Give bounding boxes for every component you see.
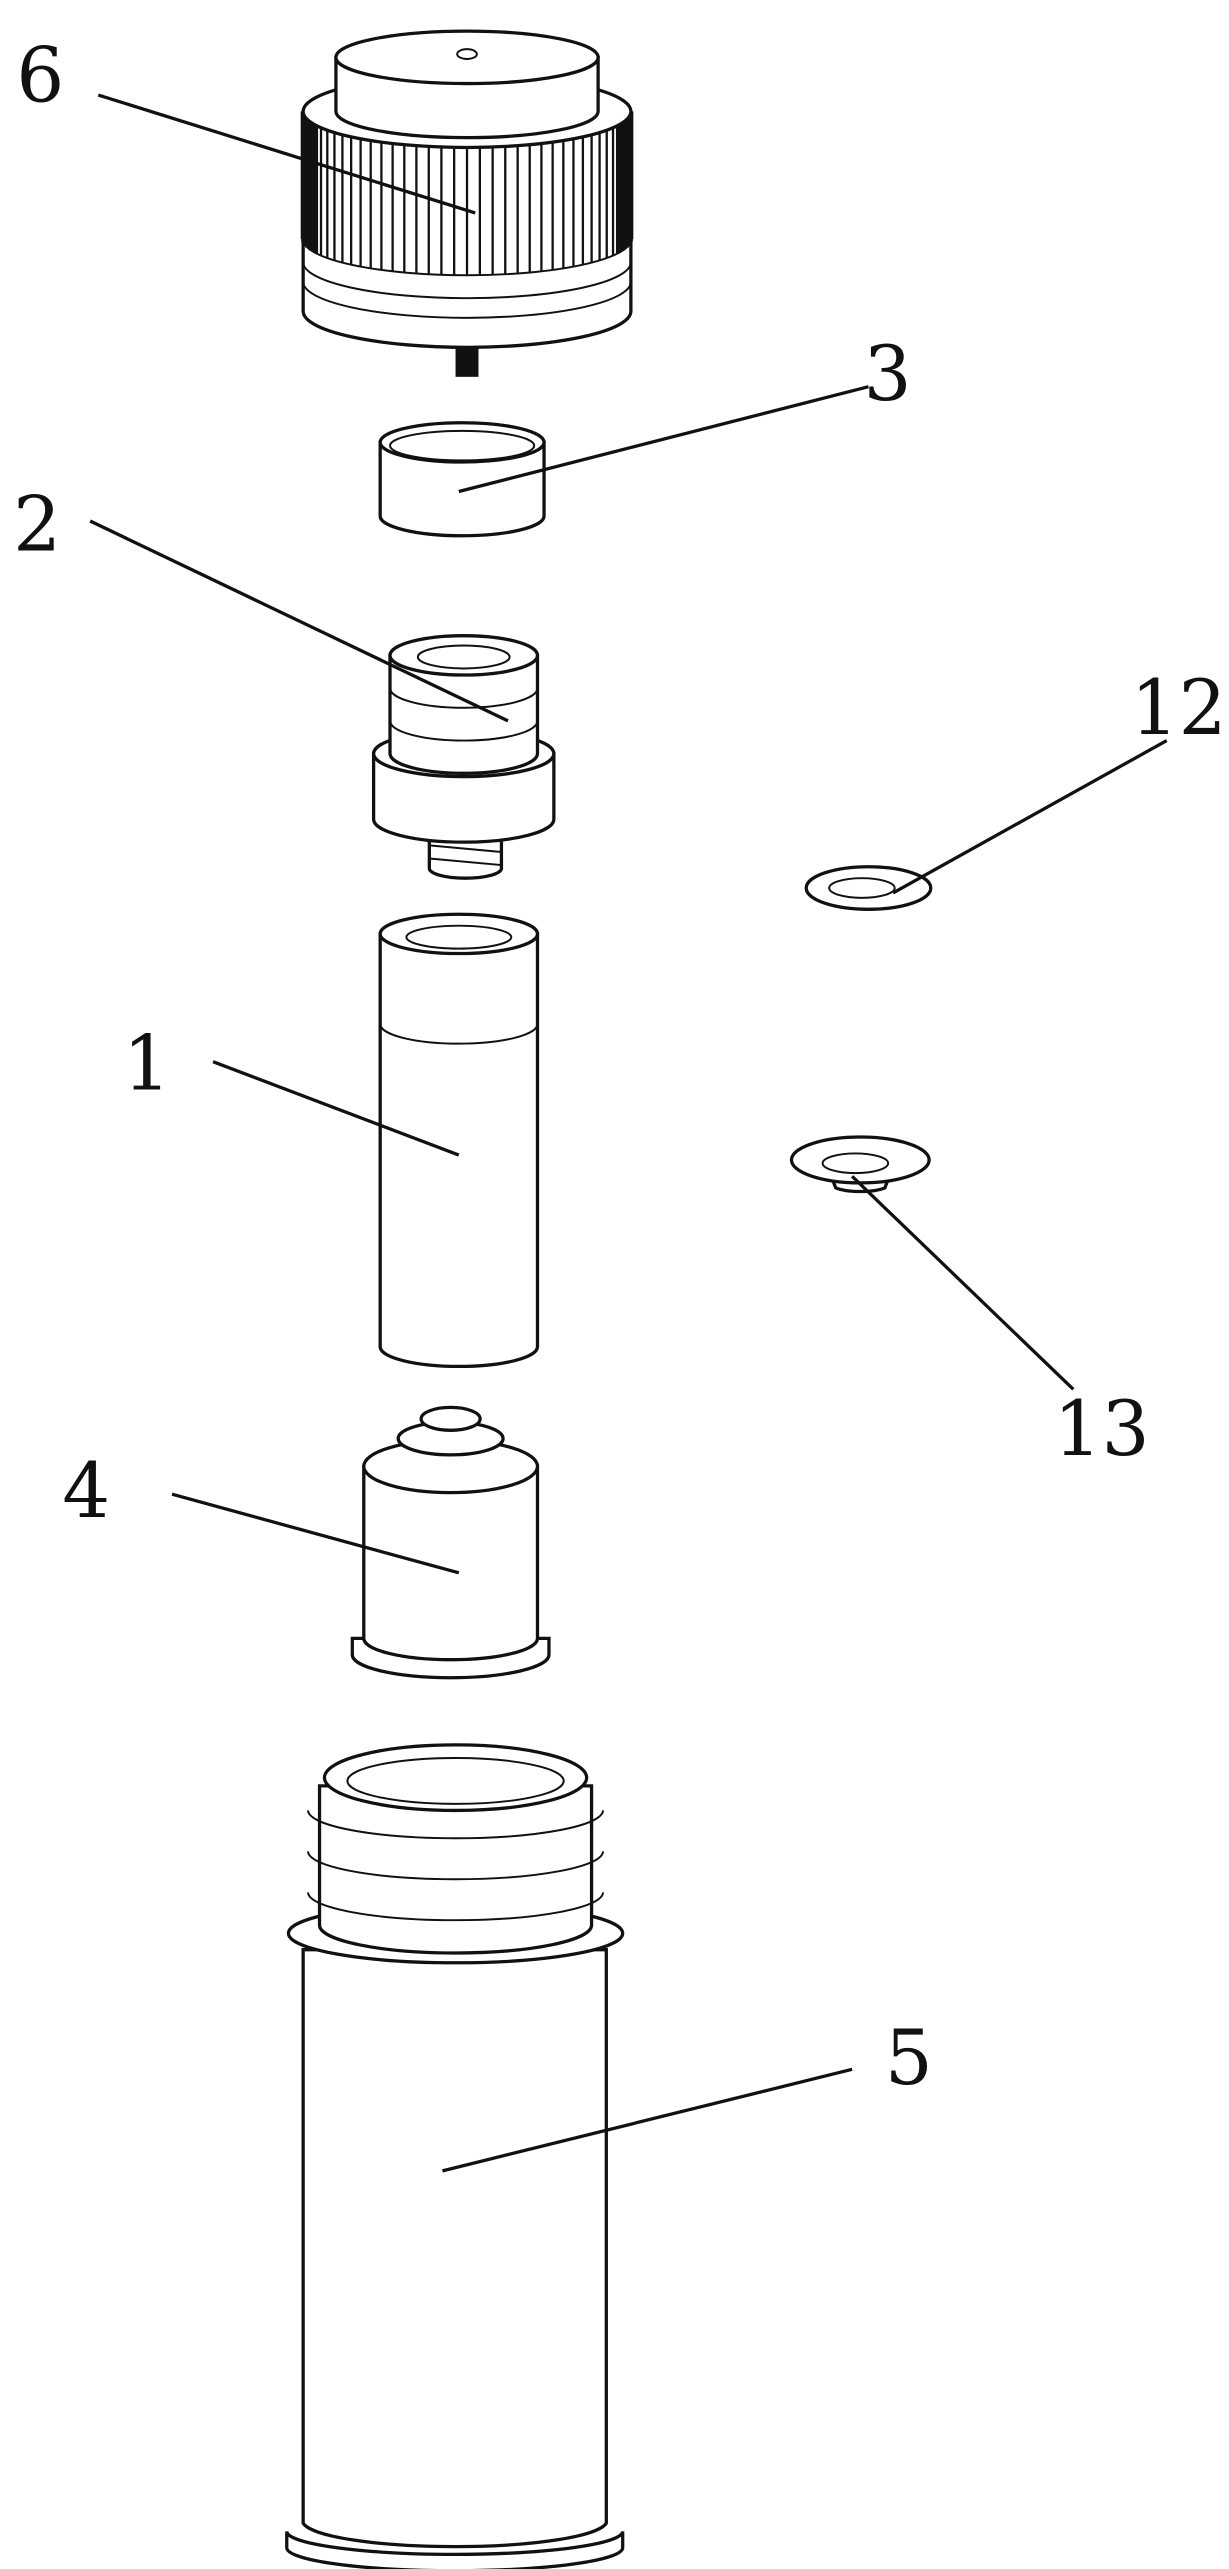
label-3: 3 bbox=[864, 330, 912, 418]
label-2: 2 bbox=[13, 481, 61, 569]
label-13: 13 bbox=[1054, 1385, 1150, 1473]
part-1-tube bbox=[380, 914, 537, 1366]
part-3-ring bbox=[380, 423, 544, 536]
part-2-valve bbox=[374, 636, 554, 878]
label-1: 1 bbox=[123, 1020, 171, 1108]
part-4-plug bbox=[352, 1407, 549, 1677]
part-6-cap bbox=[303, 31, 631, 377]
part-5-bottle bbox=[287, 1745, 623, 2569]
leader-lines bbox=[90, 95, 1167, 2171]
label-4: 4 bbox=[62, 1447, 110, 1535]
label-12: 12 bbox=[1131, 664, 1227, 752]
label-5: 5 bbox=[885, 2014, 933, 2102]
part-12-washer bbox=[806, 867, 931, 910]
label-6: 6 bbox=[16, 32, 64, 120]
